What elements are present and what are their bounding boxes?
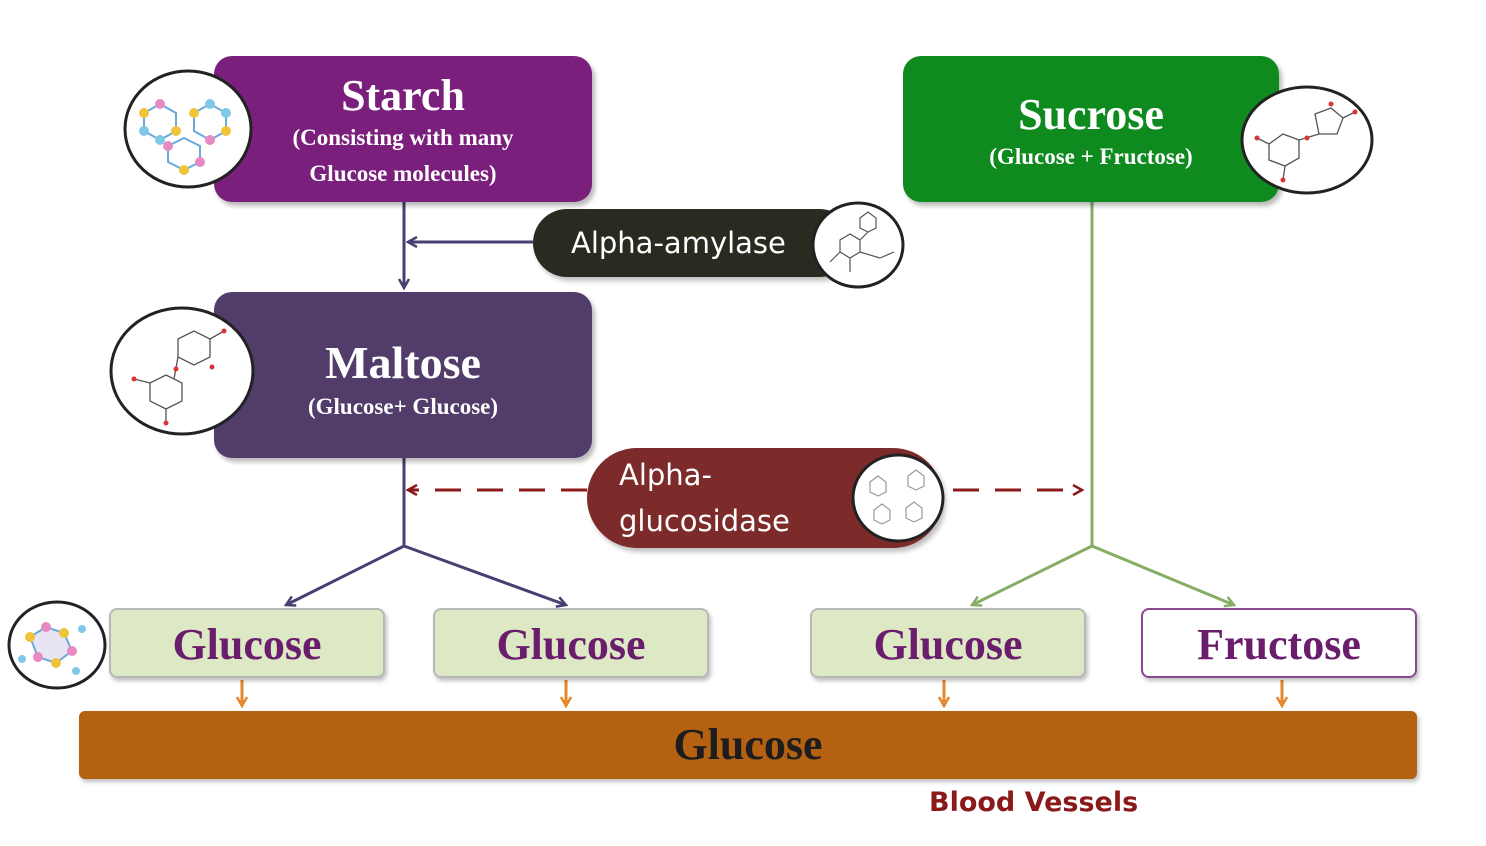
maltose-structure-icon — [108, 305, 256, 437]
sucrose-box: Sucrose (Glucose + Fructose) — [903, 56, 1279, 202]
blood-vessels-label: Blood Vessels — [929, 787, 1139, 818]
maltose-box: Maltose (Glucose+ Glucose) — [214, 292, 592, 458]
fructose-box: Fructose — [1141, 608, 1417, 678]
glucose-box: Glucose — [109, 608, 385, 678]
maltose-to-glucose-1-arrow — [286, 544, 405, 605]
sucrose-title: Sucrose — [1018, 90, 1164, 139]
alpha-glucosidase-label-line2: glucosidase — [619, 504, 790, 538]
glucose-box: Glucose — [433, 608, 709, 678]
alpha-amylase-pill: Alpha-amylase — [533, 209, 853, 277]
blood-glucose-bar: Glucose — [79, 711, 1417, 779]
glucose-structure-icon — [6, 599, 108, 691]
maltose-subtitle: (Glucose+ Glucose) — [307, 394, 499, 419]
sucrose-structure-icon — [1239, 84, 1375, 196]
maltose-title: Maltose — [325, 337, 481, 388]
sucrose-to-fructose-arrow — [1091, 544, 1234, 605]
alpha-glucosidase-label-line1: Alpha- — [619, 458, 712, 492]
maltose-to-glucose-2-arrow — [403, 544, 566, 605]
alpha-amylase-label: Alpha-amylase — [571, 226, 786, 260]
sucrose-subtitle: (Glucose + Fructose) — [989, 144, 1193, 169]
starch-structure-icon — [122, 68, 254, 190]
alpha-amylase-structure-icon — [810, 200, 906, 290]
glucose-box: Glucose — [810, 608, 1086, 678]
starch-subtitle-line2: Glucose molecules) — [309, 161, 497, 186]
starch-box: Starch (Consisting with many Glucose mol… — [214, 56, 592, 202]
starch-title: Starch — [341, 71, 465, 120]
starch-subtitle-line1: (Consisting with many — [292, 125, 514, 150]
alpha-glucosidase-structure-icon — [850, 452, 946, 544]
sucrose-to-glucose-arrow — [972, 544, 1093, 605]
